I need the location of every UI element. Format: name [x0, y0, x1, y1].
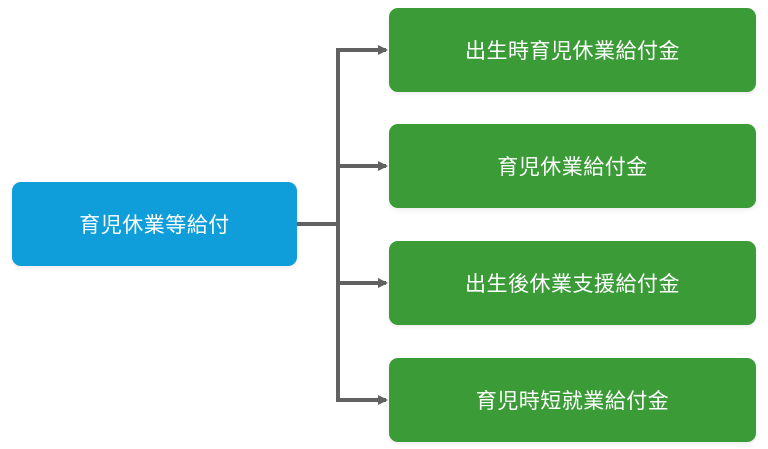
root-node: 育児休業等給付: [12, 182, 297, 266]
child-node-post-birth-support: 出生後休業支援給付金: [389, 241, 756, 325]
child-node-childcare-leave: 育児休業給付金: [389, 124, 756, 208]
child-node-label: 出生後休業支援給付金: [465, 272, 680, 296]
child-node-label: 育児休業給付金: [497, 155, 648, 179]
child-node-shortened-work: 育児時短就業給付金: [389, 358, 756, 442]
root-node-label: 育児休業等給付: [79, 213, 230, 237]
child-node-birth-childcare-leave: 出生時育児休業給付金: [389, 8, 756, 92]
child-node-label: 出生時育児休業給付金: [465, 39, 680, 63]
child-node-label: 育児時短就業給付金: [475, 389, 670, 413]
